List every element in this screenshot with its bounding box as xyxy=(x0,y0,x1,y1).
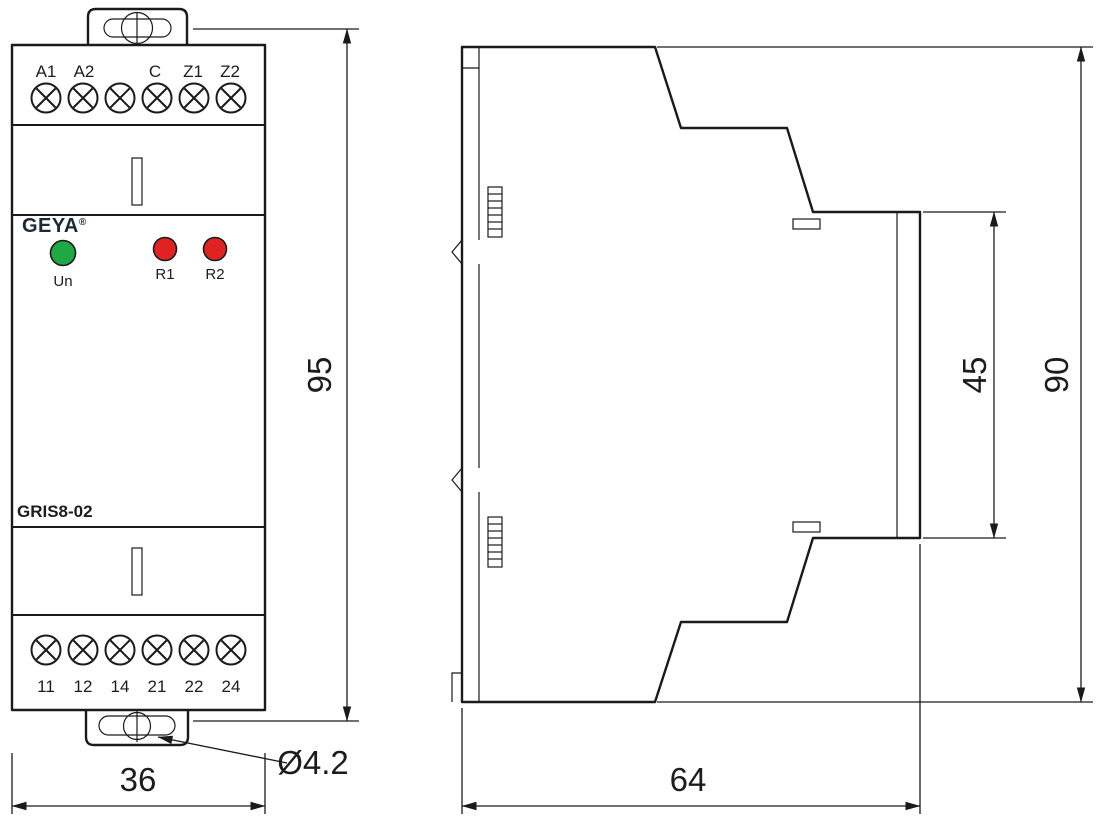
rear-clip-upper xyxy=(792,218,821,230)
led-r2 xyxy=(202,236,228,262)
vent-slot-lower xyxy=(487,516,503,568)
bottom-tab-slot xyxy=(98,715,176,736)
terminal-label-14: 14 xyxy=(111,677,130,696)
upper-center-slot xyxy=(131,157,143,206)
brand-text: GEYA xyxy=(22,215,79,237)
terminal-label-a2: A2 xyxy=(74,62,95,81)
device-body xyxy=(10,43,267,712)
latch-notch-upper xyxy=(451,239,463,265)
terminal-label-21: 21 xyxy=(148,677,167,696)
screw-terminal xyxy=(215,634,247,666)
brand-logo: GEYA® xyxy=(22,215,87,237)
vent-slot-upper xyxy=(487,186,503,238)
screw-terminal xyxy=(67,634,99,666)
terminal-label-11: 11 xyxy=(37,677,55,696)
terminal-label-z2: Z2 xyxy=(220,62,240,81)
dim-label-36: 36 xyxy=(120,761,157,798)
dim-label-64: 64 xyxy=(670,761,707,798)
screw-terminal xyxy=(141,634,173,666)
terminal-label-24: 24 xyxy=(222,677,241,696)
screw-terminal xyxy=(30,634,62,666)
top-tab-hole xyxy=(120,11,154,45)
model-number: GRIS8-02 xyxy=(17,502,93,521)
terminal-label-12: 12 xyxy=(74,677,93,696)
screw-terminal xyxy=(30,82,62,114)
rear-clip-lower xyxy=(792,521,821,533)
screw-terminal xyxy=(178,634,210,666)
leader-line-hole xyxy=(157,735,288,764)
screw-terminal xyxy=(104,82,136,114)
bottom-tab-hole xyxy=(122,711,152,741)
dimension-annotations: 95 36 Ø4.2 90 45 64 xyxy=(11,28,1093,814)
bottom-foot-step xyxy=(451,672,462,702)
latch-notch-lower xyxy=(451,467,463,493)
screw-terminal xyxy=(178,82,210,114)
top-tab-slot xyxy=(103,18,172,38)
front-view: A1 A2 C Z1 Z2 GEYA® Un R1 R2 GRIS8-02 11… xyxy=(10,7,267,747)
dim-label-45: 45 xyxy=(956,357,993,394)
dim-label-hole: Ø4.2 xyxy=(277,744,349,781)
dim-label-90: 90 xyxy=(1038,357,1075,394)
led-un xyxy=(49,239,77,267)
terminal-label-c: C xyxy=(149,62,161,81)
led-r1 xyxy=(152,236,178,262)
screw-terminal xyxy=(215,82,247,114)
led-un-label: Un xyxy=(53,273,72,290)
terminal-label-z1: Z1 xyxy=(183,62,203,81)
side-view xyxy=(451,45,922,704)
screw-terminal xyxy=(141,82,173,114)
screw-terminal xyxy=(104,634,136,666)
terminal-label-22: 22 xyxy=(185,677,204,696)
registered-mark: ® xyxy=(79,217,87,228)
screw-terminal xyxy=(67,82,99,114)
lower-center-slot xyxy=(131,547,143,596)
terminal-label-a1: A1 xyxy=(36,62,57,81)
led-r2-label: R2 xyxy=(205,266,224,283)
led-r1-label: R1 xyxy=(155,266,174,283)
dim-label-95: 95 xyxy=(301,357,338,394)
side-profile xyxy=(460,45,922,704)
